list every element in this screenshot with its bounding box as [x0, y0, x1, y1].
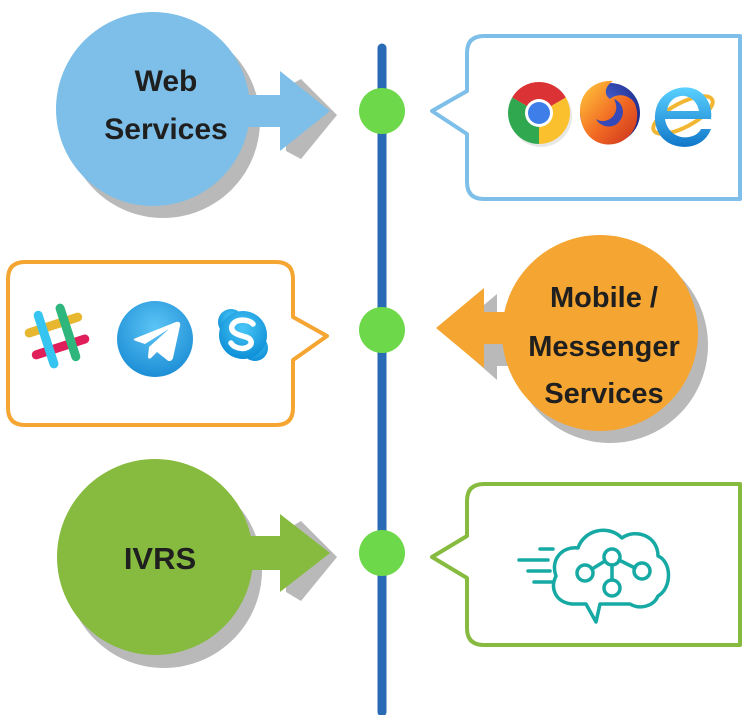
- telegram-icon: [117, 301, 193, 377]
- ivrs-callout: [430, 482, 742, 647]
- firefox-icon: [580, 80, 640, 145]
- mobile-timeline-dot: [359, 307, 405, 353]
- mobile-arrow: [436, 288, 540, 368]
- skype-icon: [218, 309, 268, 361]
- web-callout: [430, 34, 742, 201]
- ivrs-arrow: [240, 514, 330, 592]
- mobile-circle: [502, 235, 698, 431]
- ivrs-circle: [57, 459, 253, 655]
- chrome-icon: [507, 81, 572, 147]
- ivrs-node: IVRS: [57, 459, 337, 668]
- mobile-callout: [6, 260, 329, 427]
- web-services-node: Web Services: [56, 12, 337, 218]
- web-title-line1: Web: [135, 65, 198, 98]
- cloud-chatbot-icon: [517, 528, 671, 624]
- web-circle: [56, 12, 250, 206]
- mobile-title-line2: Messenger: [528, 331, 680, 363]
- web-timeline-dot: [359, 88, 405, 134]
- web-title-line2: Services: [104, 113, 227, 146]
- web-arrow: [240, 71, 330, 151]
- slack-icon: [24, 303, 90, 369]
- mobile-title-line1: Mobile /: [550, 282, 658, 314]
- mobile-title-line3: Services: [544, 378, 663, 410]
- mobile-services-node: Mobile / Messenger Services: [436, 235, 708, 443]
- ivrs-timeline-dot: [359, 530, 405, 576]
- internet-explorer-icon: [651, 87, 715, 147]
- ivrs-title: IVRS: [124, 541, 196, 576]
